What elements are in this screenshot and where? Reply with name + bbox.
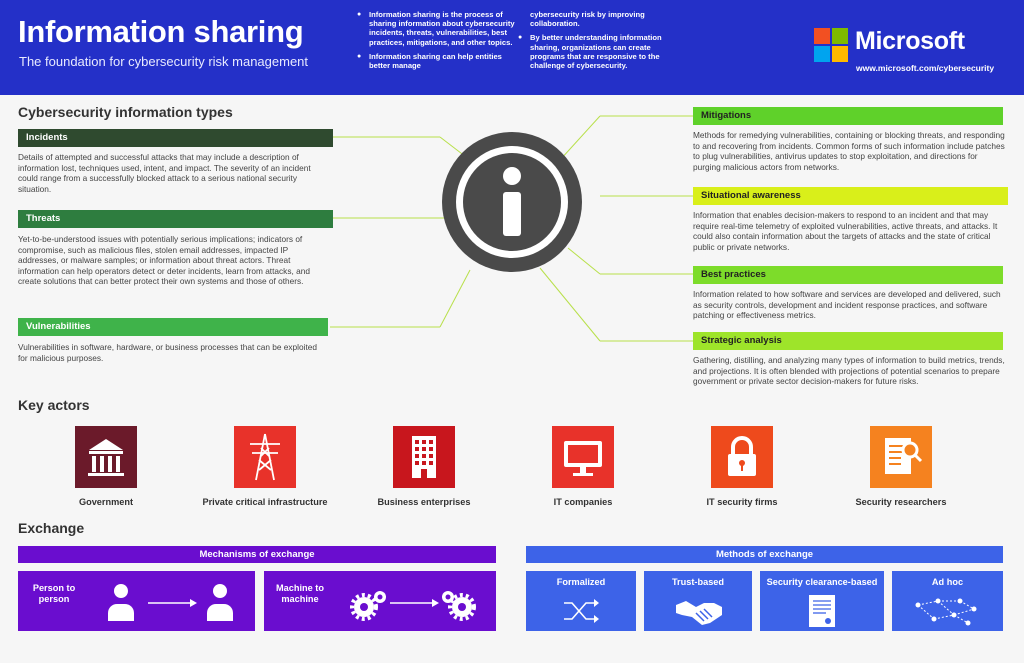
office-building-icon bbox=[393, 426, 455, 488]
type-label-strategic-analysis: Strategic analysis bbox=[693, 332, 1003, 350]
intro-bullet: Information sharing can help entities be… bbox=[357, 52, 517, 70]
type-text-strategic-analysis: Gathering, distilling, and analyzing man… bbox=[693, 355, 1005, 387]
type-label-best-practices: Best practices bbox=[693, 266, 1003, 284]
type-text-situational-awareness: Information that enables decision-makers… bbox=[693, 210, 998, 252]
type-text-best-practices: Information related to how software and … bbox=[693, 289, 1001, 321]
method-label: Formalized bbox=[556, 577, 606, 587]
intro-bullet: By better understanding information shar… bbox=[518, 33, 678, 70]
type-text-vulnerabilities: Vulnerabilities in software, hardware, o… bbox=[18, 342, 318, 363]
microsoft-logo-icon bbox=[814, 28, 848, 62]
type-text-threats: Yet-to-be-understood issues with potenti… bbox=[18, 234, 310, 287]
intro-column-1: Information sharing is the process of sh… bbox=[357, 10, 517, 75]
type-label-mitigations: Mitigations bbox=[693, 107, 1003, 125]
brand-url[interactable]: www.microsoft.com/cybersecurity bbox=[856, 63, 995, 73]
information-icon bbox=[442, 132, 582, 272]
actor-label-private-infrastructure: Private critical infrastructure bbox=[202, 497, 328, 507]
intro-column-2: cybersecurity risk by improving collabor… bbox=[518, 10, 678, 75]
building-columns-icon bbox=[75, 426, 137, 488]
method-formalized: Formalized bbox=[526, 571, 636, 631]
actor-label-government: Government bbox=[78, 497, 134, 507]
type-label-situational-awareness: Situational awareness bbox=[693, 187, 1008, 205]
monitor-icon bbox=[552, 426, 614, 488]
header-banner: Information sharing The foundation for c… bbox=[0, 0, 1024, 95]
actor-label-business: Business enterprises bbox=[377, 497, 471, 507]
actor-label-it-companies: IT companies bbox=[553, 497, 613, 507]
method-security-clearance: Security clearance-based bbox=[760, 571, 884, 631]
type-label-vulnerabilities: Vulnerabilities bbox=[18, 318, 328, 336]
shuffle-arrows-icon bbox=[564, 599, 599, 623]
mechanisms-header: Mechanisms of exchange bbox=[18, 546, 496, 563]
handshake-icon bbox=[676, 601, 722, 625]
method-label: Security clearance-based bbox=[766, 577, 878, 587]
padlock-icon bbox=[711, 426, 773, 488]
actor-label-security-firms: IT security firms bbox=[706, 497, 778, 507]
type-text-mitigations: Methods for remedying vulnerabilities, c… bbox=[693, 130, 1005, 172]
mechanism-machine-to-machine: Machine to machine bbox=[264, 571, 496, 631]
intro-continuation: cybersecurity risk by improving collabor… bbox=[530, 10, 645, 29]
network-nodes-icon bbox=[915, 598, 977, 626]
methods-header: Methods of exchange bbox=[526, 546, 1003, 563]
type-label-incidents: Incidents bbox=[18, 129, 333, 147]
power-tower-icon bbox=[234, 426, 296, 488]
method-ad-hoc: Ad hoc bbox=[892, 571, 1003, 631]
type-text-incidents: Details of attempted and successful atta… bbox=[18, 152, 311, 194]
page-title: Information sharing bbox=[18, 14, 304, 49]
method-label: Trust-based bbox=[671, 577, 725, 587]
intro-bullet: Information sharing is the process of sh… bbox=[357, 10, 517, 47]
person-to-person-icon bbox=[108, 584, 233, 621]
brand-name: Microsoft bbox=[855, 27, 965, 55]
mechanism-person-to-person: Person to person bbox=[18, 571, 255, 631]
certificate-icon bbox=[809, 595, 835, 627]
actor-label-researchers: Security researchers bbox=[855, 497, 947, 507]
gears-to-gears-icon bbox=[350, 591, 476, 621]
actors-title: Key actors bbox=[18, 397, 90, 413]
method-label: Ad hoc bbox=[931, 577, 964, 587]
exchange-title: Exchange bbox=[18, 520, 85, 536]
page-subtitle: The foundation for cybersecurity risk ma… bbox=[19, 54, 309, 69]
types-title: Cybersecurity information types bbox=[18, 104, 233, 120]
method-trust-based: Trust-based bbox=[644, 571, 752, 631]
type-label-threats: Threats bbox=[18, 210, 333, 228]
mechanism-label: Person to person bbox=[32, 583, 76, 604]
document-magnifier-icon bbox=[870, 426, 932, 488]
mechanism-label: Machine to machine bbox=[276, 583, 324, 604]
